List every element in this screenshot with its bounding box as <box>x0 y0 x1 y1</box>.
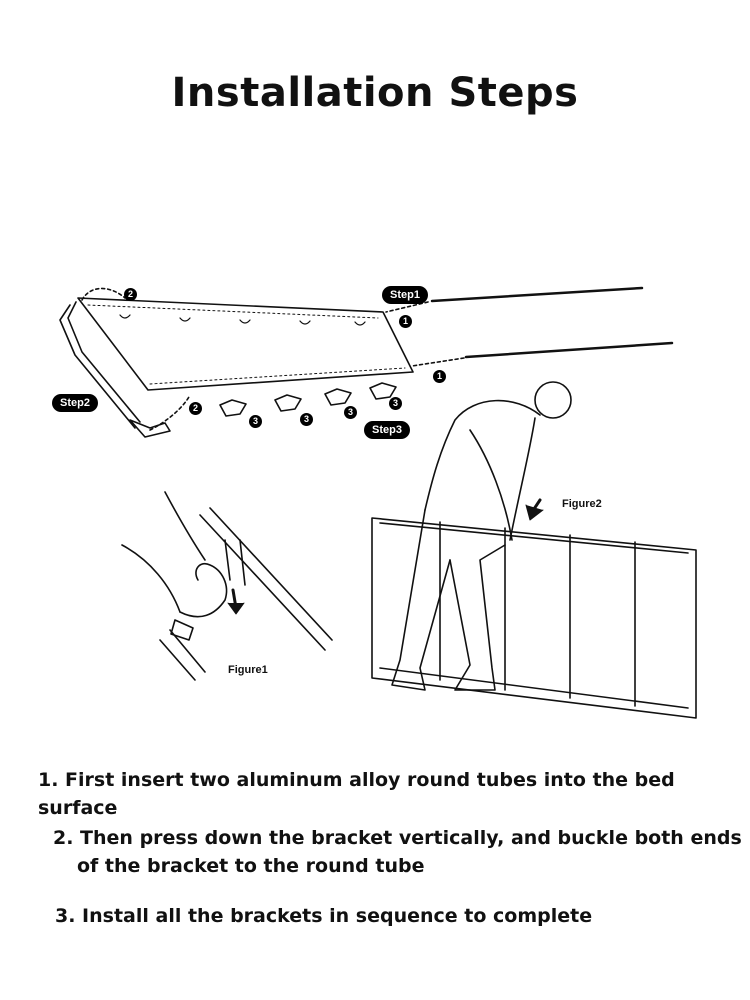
step3-badge: Step3 <box>364 421 410 439</box>
marker-3-c: 3 <box>344 406 357 419</box>
figure-1-illustration <box>121 491 333 681</box>
instruction-2-cont: of the bracket to the round tube <box>77 855 425 877</box>
marker-2-top: 2 <box>124 288 137 301</box>
figure-2-illustration <box>371 381 697 719</box>
page-title: Installation Steps <box>171 70 579 116</box>
marker-3-a: 3 <box>249 415 262 428</box>
instruction-1: 1. First insert two aluminum alloy round… <box>38 769 675 819</box>
step2-badge: Step2 <box>52 394 98 412</box>
step1-badge: Step1 <box>382 286 428 304</box>
marker-3-b: 3 <box>300 413 313 426</box>
instruction-3: 3. Install all the brackets in sequence … <box>55 905 593 927</box>
marker-3-d: 3 <box>389 397 402 410</box>
figure2-label: Figure2 <box>562 498 602 510</box>
marker-1-upper: 1 <box>399 315 412 328</box>
marker-2-bottom: 2 <box>189 402 202 415</box>
instruction-2: 2. Then press down the bracket verticall… <box>53 827 742 849</box>
marker-1-lower: 1 <box>433 370 446 383</box>
bed-surface-diagram <box>59 286 674 438</box>
figure1-label: Figure1 <box>228 664 268 676</box>
